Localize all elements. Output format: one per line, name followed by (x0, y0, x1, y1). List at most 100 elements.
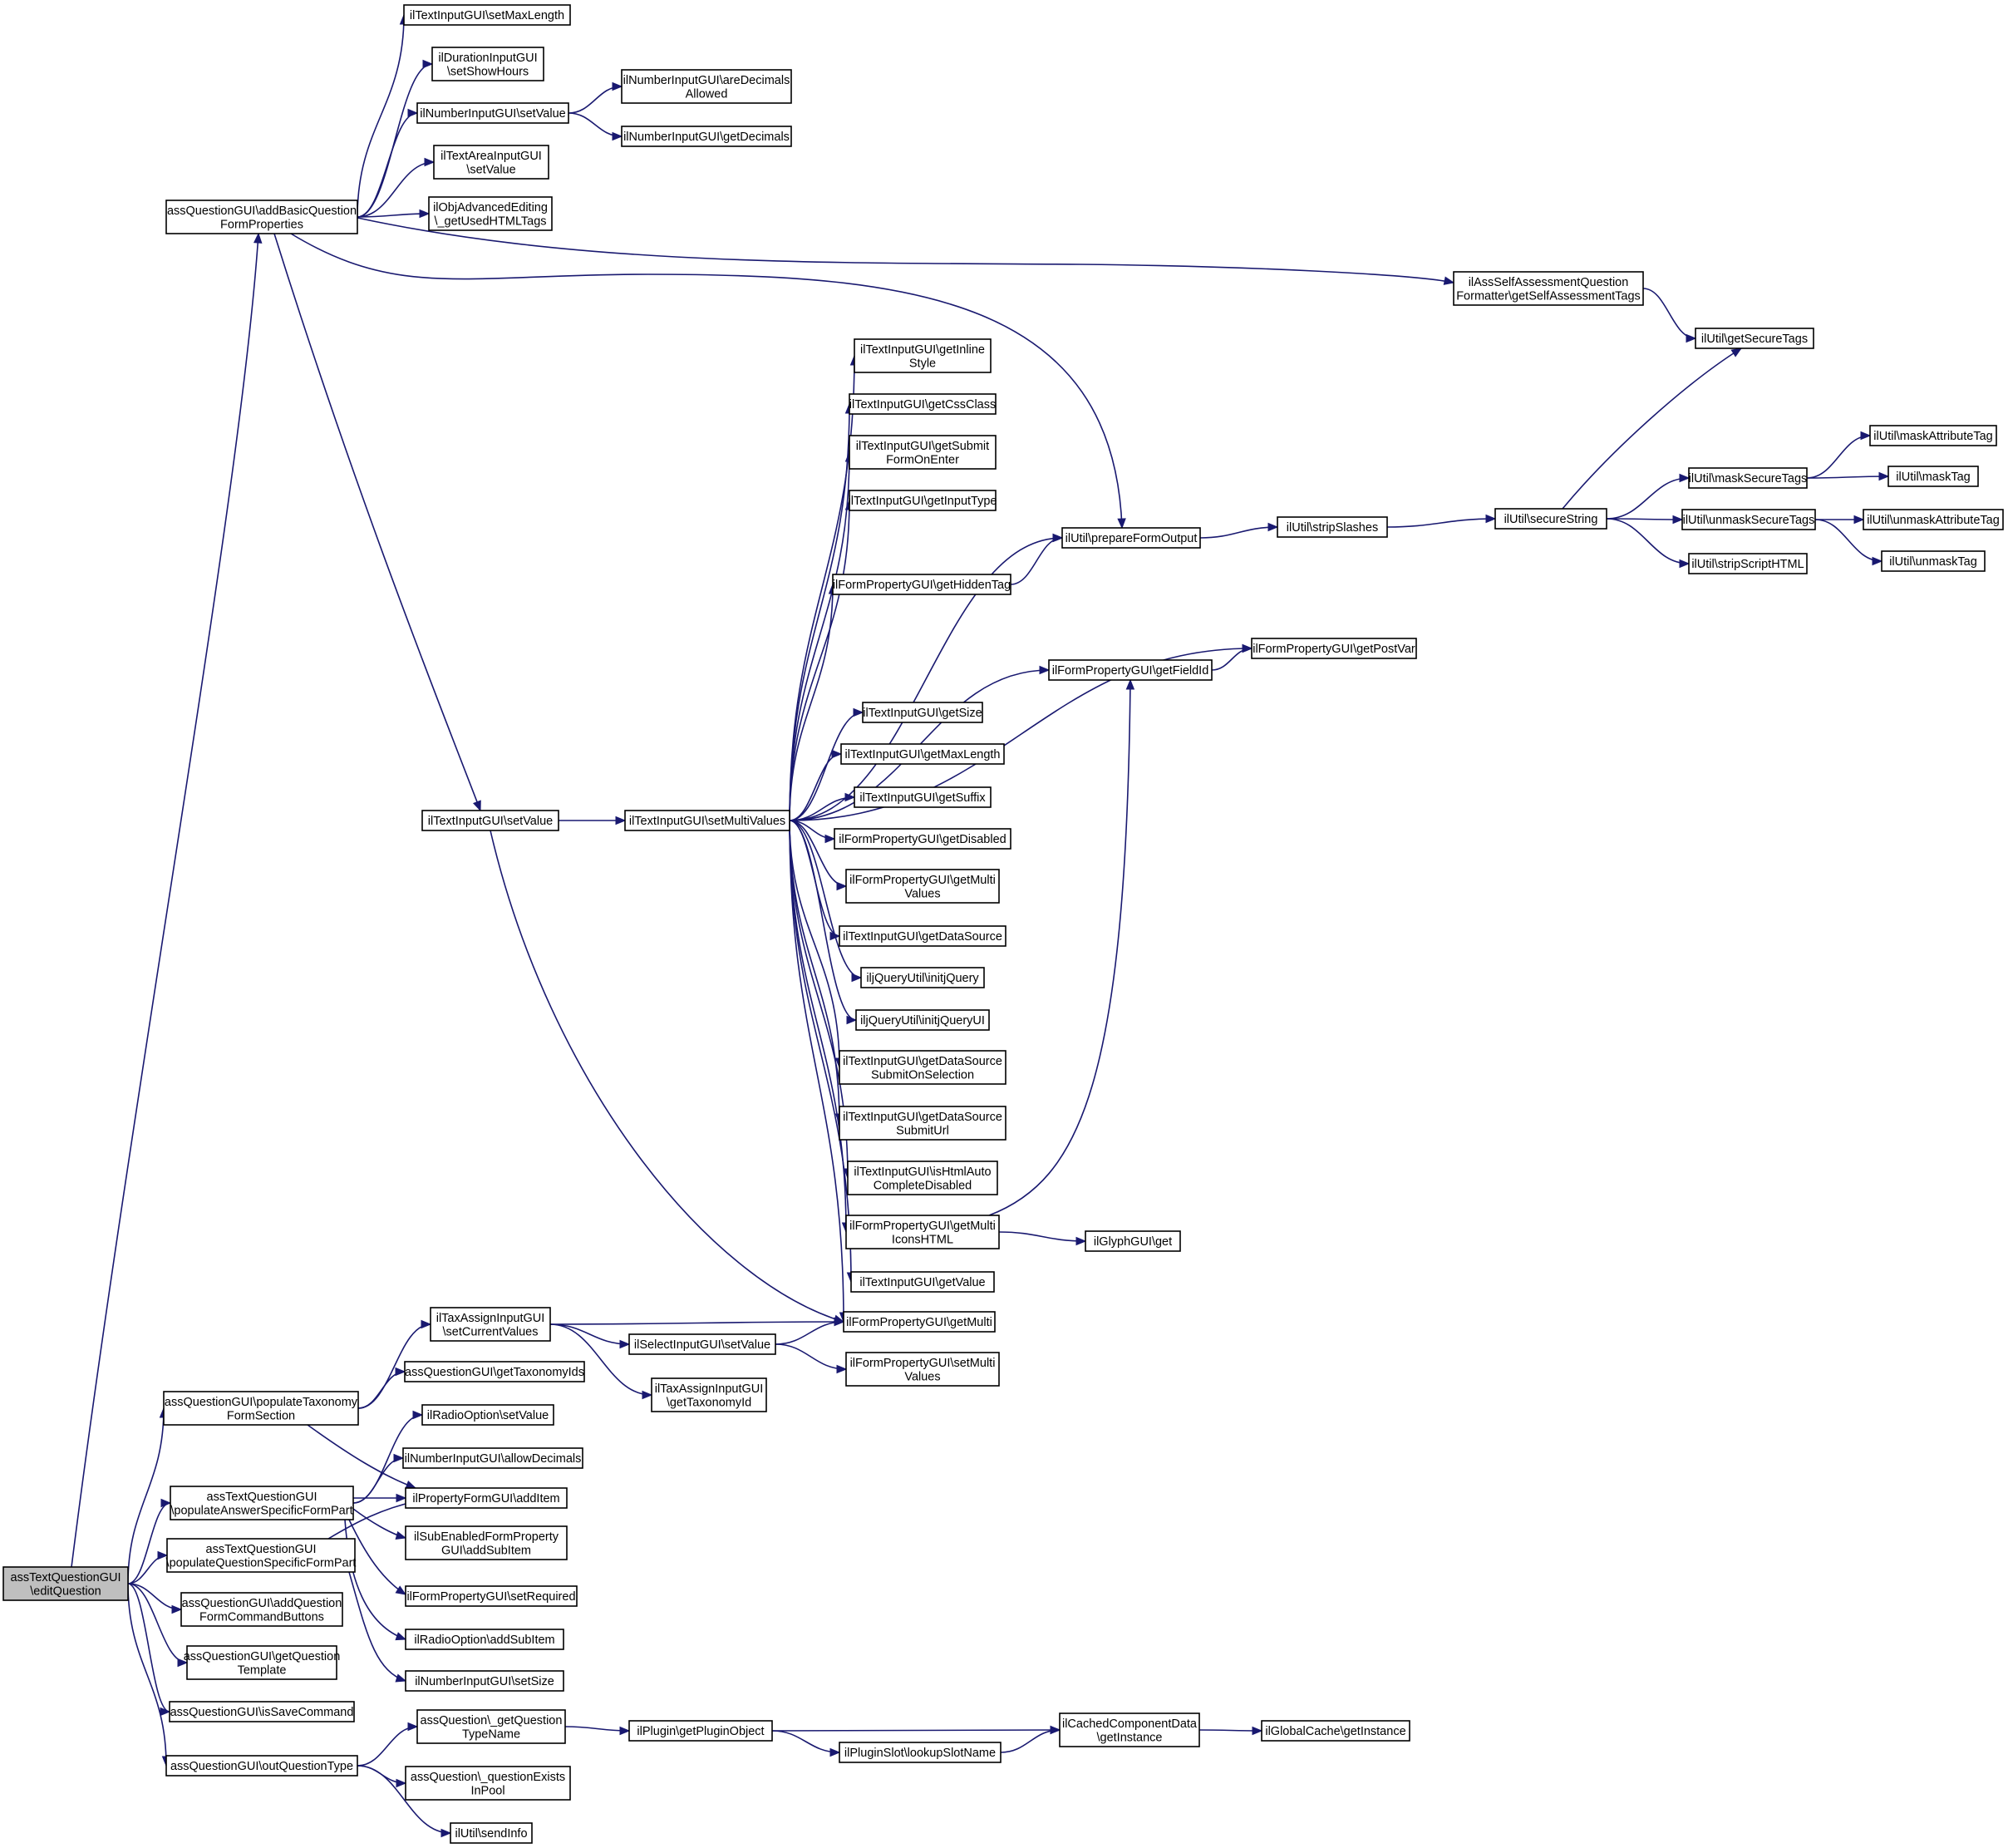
function-node[interactable]: ilTextInputGUI\getMaxLength (840, 743, 1005, 765)
function-node[interactable]: ilUtil\sendInfo (450, 1822, 533, 1844)
call-edge (1000, 1725, 1061, 1753)
node-box (1277, 516, 1388, 538)
function-node[interactable]: ilUtil\maskSecureTags (1688, 467, 1808, 489)
node-box (839, 1742, 1002, 1763)
function-node[interactable]: ilTextInputGUI\setValue (421, 810, 559, 831)
function-node[interactable]: iljQueryUtil\initjQueryUI (855, 1009, 990, 1031)
function-node[interactable]: ilNumberInputGUI\getDecimals (621, 126, 792, 147)
function-node[interactable]: ilFormPropertyGUI\getMulti (843, 1311, 996, 1333)
function-node[interactable]: iljQueryUtil\initjQuery (860, 967, 985, 988)
node-label: ilFormPropertyGUI\getHiddenTag (833, 579, 1011, 592)
node-box (450, 1822, 533, 1844)
function-node[interactable]: assTextQuestionGUI\populateAnswerSpecifi… (170, 1486, 354, 1520)
function-node[interactable]: ilFormPropertyGUI\getFieldId (1048, 659, 1213, 681)
function-node[interactable]: ilNumberInputGUI\setSize (405, 1670, 564, 1692)
node-label: ilGlyphGUI\get (1094, 1235, 1172, 1249)
function-node[interactable]: ilFormPropertyGUI\setRequired (405, 1585, 578, 1607)
function-node[interactable]: ilUtil\unmaskTag (1881, 550, 1986, 572)
function-node[interactable]: ilUtil\stripSlashes (1277, 516, 1388, 538)
function-node[interactable]: ilTextInputGUI\getDataSourceSubmitOnSele… (839, 1050, 1006, 1085)
function-node[interactable]: ilTextInputGUI\getCssClass (849, 393, 997, 415)
function-node[interactable]: ilTextInputGUI\getSize (862, 702, 983, 723)
node-label: ilNumberInputGUI\getDecimals (623, 131, 790, 144)
function-node[interactable]: ilTextInputGUI\getSuffix (854, 786, 992, 808)
function-node[interactable]: ilSelectInputGUI\setValue (628, 1333, 776, 1355)
function-node[interactable]: assQuestionGUI\addBasicQuestionFormPrope… (165, 200, 358, 234)
function-node[interactable]: ilUtil\getSecureTags (1695, 328, 1814, 349)
function-node[interactable]: ilUtil\unmaskSecureTags (1681, 509, 1816, 530)
function-node[interactable]: ilUtil\maskTag (1887, 466, 1979, 487)
function-node[interactable]: ilUtil\unmaskAttributeTag (1863, 509, 2004, 530)
function-node[interactable]: ilNumberInputGUI\setValue (416, 102, 569, 124)
function-node[interactable]: ilCachedComponentData\getInstance (1059, 1712, 1200, 1747)
node-box (430, 1307, 551, 1342)
node-label: ilTextInputGUI\getSize (863, 707, 982, 720)
function-node[interactable]: ilTextInputGUI\getInputType (849, 490, 997, 511)
function-node[interactable]: assQuestionGUI\addQuestionFormCommandBut… (180, 1592, 343, 1627)
function-node[interactable]: assTextQuestionGUI\populateQuestionSpeci… (166, 1538, 357, 1573)
node-box (839, 1106, 1006, 1141)
node-label: ilTaxAssignInputGUI (436, 1312, 545, 1325)
node-box (628, 1333, 776, 1355)
function-node[interactable]: ilPluginSlot\lookupSlotName (839, 1742, 1002, 1763)
function-node[interactable]: ilTaxAssignInputGUI\getTaxonomyId (651, 1377, 767, 1412)
function-node[interactable]: ilFormPropertyGUI\getPostVar (1251, 638, 1417, 659)
function-node[interactable]: assQuestionGUI\isSaveCommand (169, 1701, 355, 1722)
function-node[interactable]: ilTextAreaInputGUI\setValue (433, 145, 549, 180)
function-node[interactable]: ilRadioOption\addSubItem (405, 1629, 564, 1650)
node-box (1048, 659, 1213, 681)
call-edge (568, 81, 623, 114)
function-node[interactable]: ilTextInputGUI\getDataSource (839, 925, 1006, 947)
function-node[interactable]: ilFormPropertyGUI\getHiddenTag (832, 574, 1011, 595)
function-node[interactable]: assQuestionGUI\getTaxonomyIds (404, 1361, 585, 1382)
node-box (854, 338, 992, 373)
function-node[interactable]: assQuestionGUI\populateTaxonomyFormSecti… (163, 1391, 359, 1426)
function-node[interactable]: ilUtil\prepareFormOutput (1061, 527, 1201, 549)
root-function-node[interactable]: assTextQuestionGUI\editQuestion (2, 1566, 129, 1601)
node-label: \setValue (466, 163, 515, 176)
function-node[interactable]: assQuestionGUI\outQuestionType (165, 1755, 358, 1777)
function-node[interactable]: ilUtil\secureString (1494, 508, 1607, 530)
function-node[interactable]: ilFormPropertyGUI\getDisabled (834, 828, 1011, 850)
node-label: \populateAnswerSpecificFormPart (170, 1504, 352, 1517)
function-node[interactable]: ilTaxAssignInputGUI\setCurrentValues (430, 1307, 551, 1342)
function-node[interactable]: ilAssSelfAssessmentQuestionFormatter\get… (1453, 271, 1644, 306)
function-node[interactable]: ilTextInputGUI\getValue (850, 1271, 995, 1293)
function-node[interactable]: ilPropertyFormGUI\addItem (405, 1487, 568, 1509)
function-node[interactable]: ilUtil\maskAttributeTag (1869, 425, 1997, 446)
function-node[interactable]: ilTextInputGUI\setMultiValues (624, 810, 790, 831)
node-label: FormProperties (220, 218, 303, 231)
function-node[interactable]: ilPlugin\getPluginObject (628, 1720, 773, 1742)
node-label: ilTextInputGUI\getInputType (849, 495, 997, 508)
node-label: assTextQuestionGUI (11, 1571, 121, 1584)
node-label: ilTextInputGUI\getSuffix (859, 791, 986, 805)
node-box (405, 1766, 571, 1801)
function-node[interactable]: ilUtil\stripScriptHTML (1688, 553, 1808, 574)
function-node[interactable]: ilRadioOption\setValue (421, 1404, 554, 1426)
function-node[interactable]: ilNumberInputGUI\allowDecimals (402, 1447, 583, 1469)
node-label: ilUtil\stripSlashes (1287, 521, 1378, 535)
node-label: ilTextInputGUI\setMultiValues (629, 815, 785, 828)
node-box (834, 828, 1011, 850)
function-node[interactable]: ilGlyphGUI\get (1085, 1230, 1181, 1252)
function-node[interactable]: ilTextInputGUI\setMaxLength (403, 4, 571, 26)
function-node[interactable]: ilObjAdvancedEditing\_getUsedHTMLTags (428, 196, 553, 231)
node-label: \editQuestion (30, 1584, 101, 1598)
function-node[interactable]: ilDurationInputGUI\setShowHours (431, 47, 544, 81)
node-box (849, 393, 997, 415)
function-node[interactable]: ilFormPropertyGUI\setMultiValues (845, 1352, 1000, 1387)
function-node[interactable]: ilTextInputGUI\isHtmlAutoCompleteDisable… (847, 1161, 998, 1195)
call-edge (549, 1317, 845, 1327)
function-node[interactable]: ilGlobalCache\getInstance (1261, 1720, 1410, 1742)
node-label: Style (909, 357, 936, 370)
